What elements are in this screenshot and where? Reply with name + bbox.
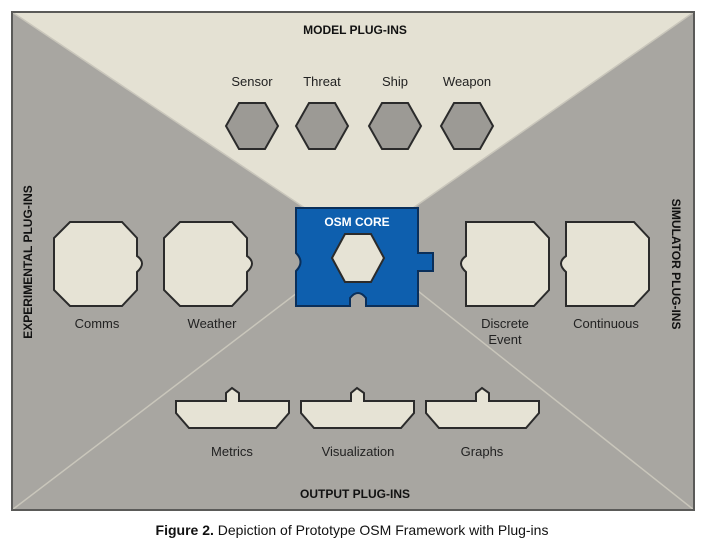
threat-hexagon <box>294 102 350 150</box>
weather-label: Weather <box>188 316 238 331</box>
model-plugins: Sensor Threat Ship Weapon <box>224 74 495 150</box>
continuous-piece <box>560 221 650 307</box>
continuous-label: Continuous <box>573 316 639 331</box>
simulator-plugins-header: SIMULATOR PLUG-INS <box>669 199 683 330</box>
simulator-plugins: Discrete Event Continuous <box>460 221 650 347</box>
framework-diagram: MODEL PLUG-INS OUTPUT PLUG-INS EXPERIMEN… <box>11 11 695 511</box>
discrete-event-label-line1: Discrete <box>481 316 529 331</box>
threat-label: Threat <box>303 74 341 89</box>
figure-caption: Figure 2. Depiction of Prototype OSM Fra… <box>0 522 704 538</box>
experimental-plugins-header: EXPERIMENTAL PLUG-INS <box>21 185 35 339</box>
experimental-plugins: Comms Weather <box>53 221 253 331</box>
ship-label: Ship <box>382 74 408 89</box>
output-plugins-header: OUTPUT PLUG-INS <box>300 487 410 501</box>
ship-hexagon <box>367 102 423 150</box>
metrics-label: Metrics <box>211 444 253 459</box>
sensor-hexagon <box>224 102 280 150</box>
figure-caption-text: Depiction of Prototype OSM Framework wit… <box>213 522 549 538</box>
discrete-event-piece <box>460 221 550 307</box>
figure-caption-prefix: Figure 2. <box>155 522 214 538</box>
metrics-piece <box>175 386 290 429</box>
visualization-piece <box>300 386 415 429</box>
weapon-hexagon <box>439 102 495 150</box>
core-hexagon <box>330 233 386 283</box>
sensor-label: Sensor <box>231 74 273 89</box>
visualization-label: Visualization <box>322 444 395 459</box>
discrete-event-label-line2: Event <box>488 332 522 347</box>
osm-core: OSM CORE <box>295 207 434 307</box>
weather-piece <box>163 221 253 307</box>
output-plugins: Metrics Visualization Graphs <box>175 386 540 459</box>
comms-piece <box>53 221 143 307</box>
graphs-piece <box>425 386 540 429</box>
weapon-label: Weapon <box>443 74 491 89</box>
osm-core-label: OSM CORE <box>324 215 389 229</box>
model-plugins-header: MODEL PLUG-INS <box>303 23 407 37</box>
graphs-label: Graphs <box>461 444 504 459</box>
comms-label: Comms <box>75 316 120 331</box>
